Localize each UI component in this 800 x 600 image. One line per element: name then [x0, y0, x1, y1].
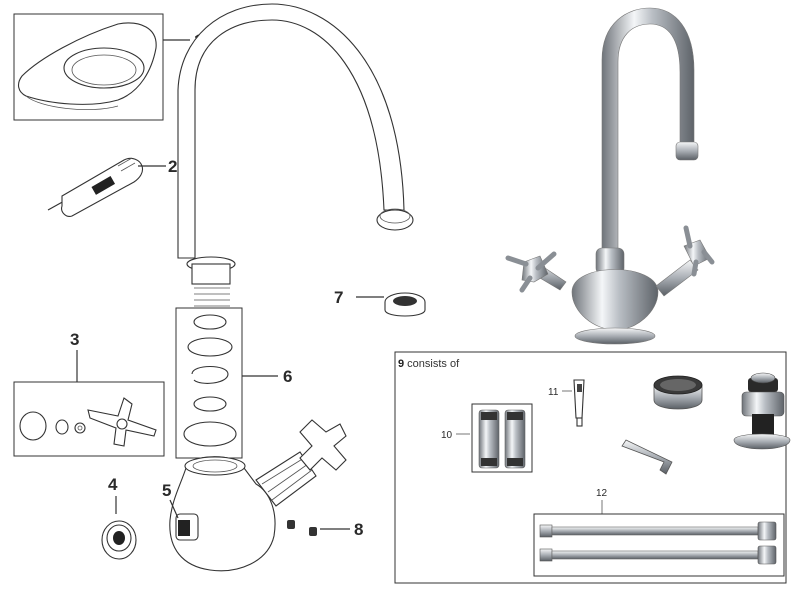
part-7-aerator: [384, 292, 426, 317]
callout-8: 8: [354, 520, 363, 539]
part-1-base-plate: [13, 13, 164, 121]
part-2-tool: [47, 157, 144, 217]
callout-5: 5: [162, 481, 171, 500]
kit-caption-text: consists of: [404, 358, 460, 370]
callout-10: 10: [441, 430, 453, 441]
callout-12: 12: [596, 488, 608, 499]
leader-5: [169, 499, 179, 519]
part-3-handle-set: [13, 381, 165, 457]
part-8-grub-screws: [287, 520, 317, 536]
spout-outline: [177, 3, 414, 307]
part-9-kit-box: 9 consists of 11 10: [394, 351, 791, 584]
callout-7: 7: [334, 288, 343, 307]
callout-6: 6: [283, 367, 292, 386]
callout-2: 2: [168, 157, 177, 176]
tap-body-outline: [169, 419, 347, 572]
kit-caption-number: 9: [398, 358, 404, 370]
part-12-flexible-hoses: [533, 513, 785, 577]
callout-4: 4: [108, 475, 118, 494]
allen-key: [621, 439, 673, 475]
part-6-seal-kit: [175, 307, 243, 459]
part-10-isolating-valves: [471, 403, 533, 473]
part-4-nut: [101, 520, 137, 560]
fixing-stud-assembly: [733, 372, 791, 450]
chrome-tap-assembled: [505, 7, 715, 345]
callout-11: 11: [548, 387, 559, 398]
valve-cap: [653, 375, 703, 410]
kit-caption: 9 consists of: [398, 358, 460, 370]
callout-3: 3: [70, 330, 79, 349]
